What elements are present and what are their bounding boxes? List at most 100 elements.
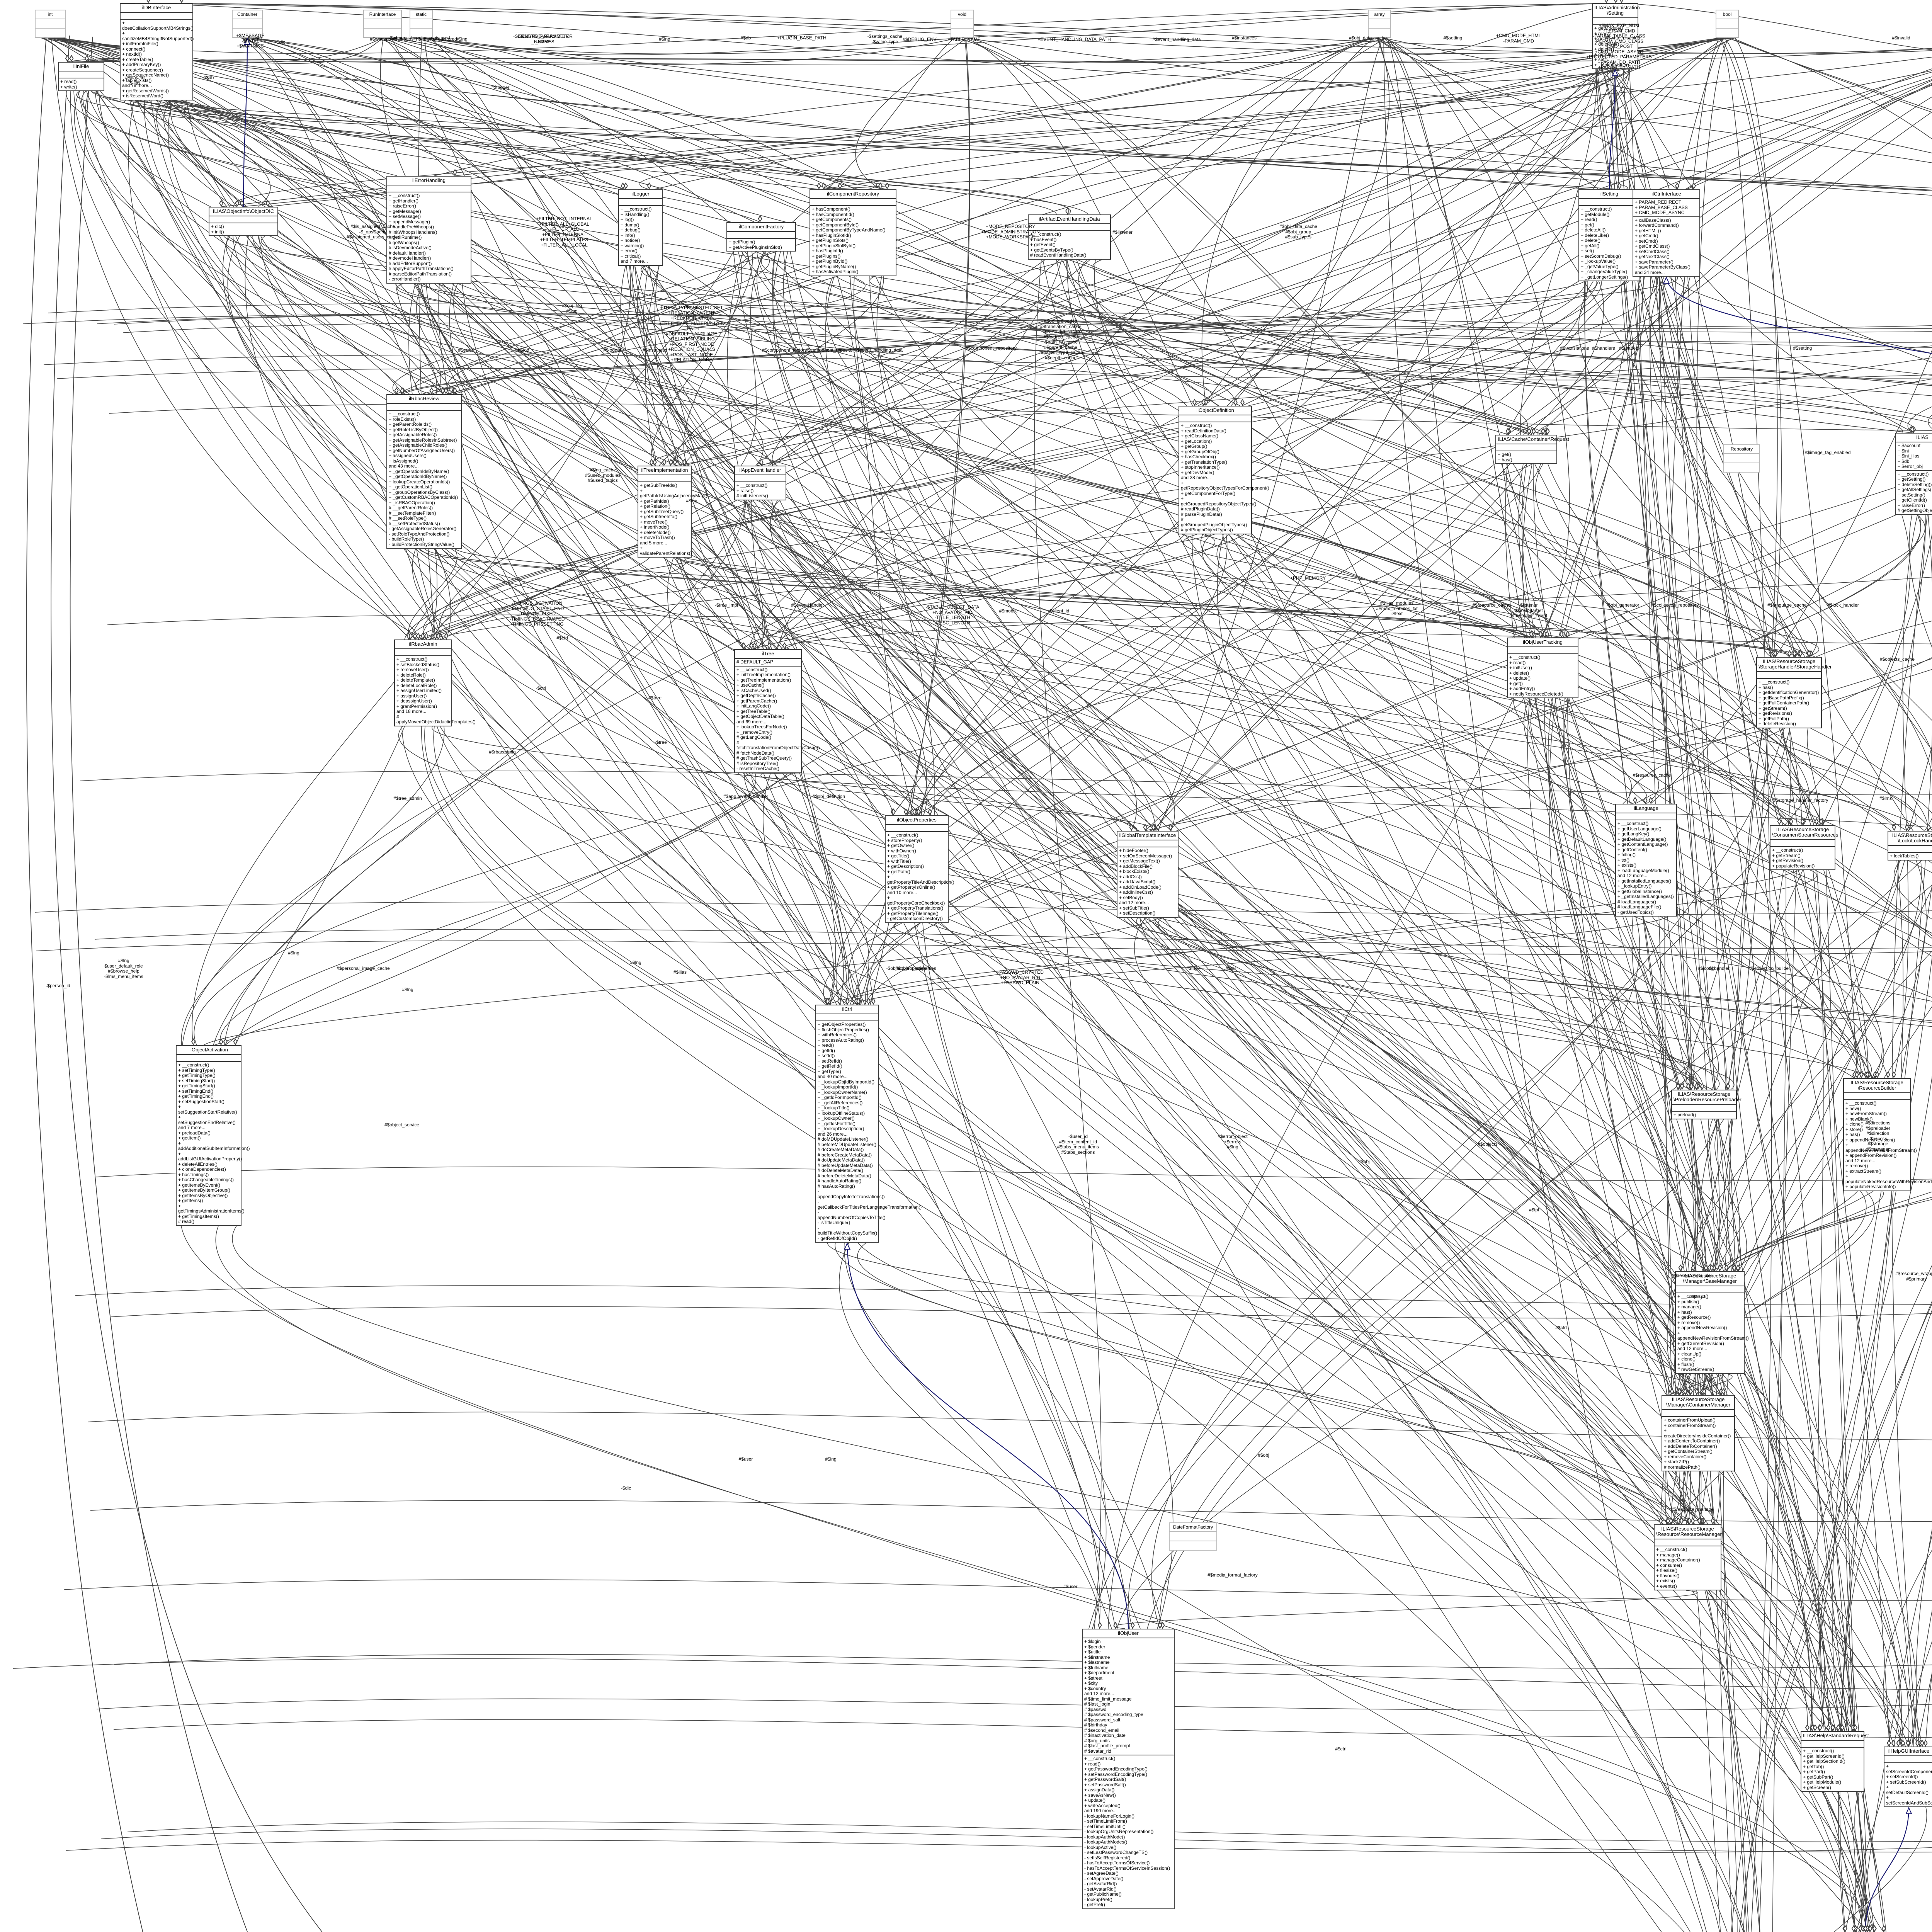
- class-box-array[interactable]: array: [1368, 10, 1391, 38]
- class-box-ilArtifactEventHandlingData[interactable]: ilArtifactEventHandlingData+ __construct…: [1028, 214, 1111, 260]
- class-box-ilObjectProperties[interactable]: ilObjectProperties+ __construct()+ store…: [885, 815, 954, 923]
- operation-row: + useCache(): [736, 682, 765, 688]
- class-box-ILIAS_ResourceStorage_Manager_BaseManager[interactable]: ILIAS\ResourceStorage \Manager\BaseManag…: [1675, 1271, 1749, 1374]
- class-box-ilIniFile[interactable]: ilIniFile+ read()+ write(): [58, 62, 104, 91]
- class-box-ilCtrlInterface[interactable]: ilCtrlInterface+ PARAM_REDIRECT+ PARAM_B…: [1633, 189, 1700, 277]
- class-title: ilRbacAdmin: [395, 640, 451, 649]
- operation-row: + getHandler(): [389, 198, 419, 204]
- class-box-ILIAS_ResourceStorage_ResourceManager[interactable]: ILIAS\ResourceStorage \Resource\Resource…: [1654, 1524, 1722, 1590]
- class-box-void[interactable]: void: [951, 10, 974, 38]
- class-box-ilGlobalTemplateInterface[interactable]: ilGlobalTemplateInterface+ hideFooter()+…: [1117, 831, 1179, 918]
- operation-row: + extractStream(): [1845, 1168, 1882, 1174]
- class-box-ilTreeImplementation[interactable]: ilTreeImplementation+ getSubTreeIds()+ g…: [638, 466, 707, 558]
- class-box-ilRbacReview[interactable]: ilRbacReview+ __construct()+ roleExists(…: [386, 394, 462, 549]
- class-box-ILIAS_ResourceStorage_ResourceBuilder[interactable]: ILIAS\ResourceStorage \ResourceBuilder+ …: [1843, 1078, 1932, 1191]
- class-box-ILIAS_ResourceStorage_PreloadedResourcePreloader[interactable]: ILIAS\ResourceStorage \Preloader\Resourc…: [1671, 1090, 1742, 1119]
- class-operations: + __construct()+ getModule()+ read()+ ge…: [1579, 206, 1639, 281]
- class-box-ILIAS_ObjectInfo_ObjectDIC[interactable]: ILIAS\ObjectInfo\ObjectDIC+ dic()+ init(…: [209, 207, 278, 236]
- class-box-ilObjectActivation[interactable]: ilObjectActivation+ __construct()+ setTi…: [176, 1045, 250, 1226]
- edge-label: #$object_service: [384, 1122, 420, 1128]
- class-box-ilAppEventHandler[interactable]: ilAppEventHandler+ __construct()+ raise(…: [734, 466, 786, 500]
- edge-label: +MODE_REPOSITORY +MODE_ADMINISTRATION +M…: [981, 224, 1040, 240]
- edge-label: #$ctrl: [556, 635, 568, 641]
- edge-label: #$tpl: [1529, 1207, 1539, 1213]
- operation-row: + getLangKey(): [1617, 831, 1650, 837]
- class-box-ilLanguage[interactable]: ilLanguage+ __construct()+ getUserLangua…: [1615, 804, 1677, 917]
- class-box-ILIAS_ResourceStorage_ConsumerResources_Resources[interactable]: ILIAS\ResourceStorage \Consumer\StreamRe…: [1770, 825, 1838, 870]
- operation-row: + getItems(): [178, 1198, 203, 1203]
- edge-label: #$resource_manage: [1671, 1507, 1714, 1512]
- operation-row: + containerFromStream(): [1664, 1422, 1716, 1428]
- class-box-ilDBInterface[interactable]: ilDBInterface+ doesCollationSupportMB4St…: [120, 3, 194, 100]
- operation-row: + flavours(): [1656, 1573, 1680, 1578]
- operation-row: + __construct(): [389, 411, 420, 417]
- class-box-int[interactable]: int: [35, 10, 66, 38]
- class-box-ILIAS[interactable]: ILIAS+ $account+ $ini+ $ini_ilias+ $db+ …: [1895, 433, 1932, 515]
- class-attributes: [1508, 647, 1578, 654]
- operation-row: + get(): [1509, 680, 1523, 686]
- operation-row: # getWhoops(): [389, 240, 419, 245]
- operation-row: + addContentToContainer(): [1664, 1438, 1720, 1444]
- class-box-ILIAS_ResourceStorage_LockHandler[interactable]: ILIAS\ResourceStorage \Lock\LockHandler+…: [1888, 831, 1932, 861]
- class-box-ilHelpGUIInterface[interactable]: ilHelpGUIInterface+ setScreenIdComponent…: [1884, 1747, 1932, 1807]
- class-operations: + get()+ has(): [1496, 451, 1556, 463]
- class-title: ILIAS\Administration \Setting: [1593, 4, 1640, 18]
- edge-label: -$listener -$kiosk_target -$lms_robot_cl…: [1509, 602, 1548, 618]
- operation-row: + addListGUIActivationProperty(): [178, 1151, 242, 1162]
- class-box-ILIAS_ResourceStorage_StorageHandler_StorageHandler[interactable]: ILIAS\ResourceStorage \StorageHandler\St…: [1756, 657, 1832, 728]
- operation-row: + validateParentRelations(): [640, 545, 692, 556]
- operation-row: + cleanUp(): [1677, 1351, 1702, 1357]
- class-box-ilObjUser[interactable]: ilObjUser+ $login+ $gender+ $utitle+ $fi…: [1082, 1629, 1175, 1909]
- class-box-ILIAS_ResourceStorage_Manager_ContainerManager[interactable]: ILIAS\ResourceStorage \Manager\Container…: [1662, 1395, 1735, 1471]
- class-box-ilErrorHandling[interactable]: ilErrorHandling+ __construct()+ getHandl…: [386, 176, 471, 284]
- class-box-Repository[interactable]: Repository: [1723, 444, 1760, 473]
- operation-row: # doUpdateMetaData(): [818, 1157, 865, 1163]
- class-box-static[interactable]: static: [410, 10, 433, 38]
- class-title: RunInterface: [364, 10, 401, 19]
- operation-row: + addPrimaryKey(): [122, 62, 161, 67]
- class-box-ilComponentFactory[interactable]: ilComponentFactory+ getPlugin()+ getActi…: [726, 222, 796, 252]
- operation-row: # beforeMDUpdateListener(): [818, 1141, 877, 1147]
- class-box-ilRbacAdmin[interactable]: ilRbacAdmin+ __construct()+ setBlockedSt…: [394, 639, 476, 726]
- operation-row: + createDirectoryInsideContainer(): [1664, 1428, 1731, 1439]
- edge-label: #$logger: [491, 85, 510, 90]
- operation-row: + getPropertyIsOnline(): [887, 884, 935, 890]
- operation-row: + hasCheckbox(): [1181, 454, 1216, 459]
- class-box-Container[interactable]: Container: [232, 10, 263, 38]
- class-box-ilObjectDefinition[interactable]: ilObjectDefinition+ __construct()+ readD…: [1179, 406, 1269, 534]
- edge-label: -$event_handling_data: [855, 347, 903, 353]
- class-attributes: [1496, 444, 1556, 451]
- class-box-bool[interactable]: bool: [1716, 10, 1739, 38]
- class-box-ilSetting[interactable]: ilSetting+ __construct()+ getModule()+ r…: [1578, 189, 1640, 281]
- class-operations: + __construct()+ initTreeImplementation(…: [735, 667, 820, 772]
- operation-row: + getLocation(): [1181, 438, 1212, 444]
- class-box-ILIAS_Administration_Setting[interactable]: ILIAS\Administration \Setting+ getModule…: [1592, 3, 1640, 69]
- class-box-ilLogger[interactable]: ilLogger+ __construct()+ isHandling()+ l…: [618, 189, 663, 266]
- class-operations: + __construct()+ getSetting()+ deleteSet…: [1896, 471, 1932, 514]
- class-box-ilCtrl2[interactable]: ilCtrl+ getObjectProperties()+ flushObje…: [815, 1005, 922, 1243]
- operation-row: + update(): [1509, 675, 1531, 681]
- class-box-ILIAS_Help_Standards_Request[interactable]: ILIAS\Help\Standard\Request+ __construct…: [1801, 1731, 1869, 1792]
- class-title: ILIAS\ResourceStorage \Preloader\Resourc…: [1672, 1090, 1742, 1105]
- class-attributes: + PARAM_REDIRECT+ PARAM_BASE_CLASS+ CMD_…: [1633, 199, 1699, 217]
- operation-row: # getLangCode(): [736, 735, 772, 740]
- class-box-ilObjUserTracking[interactable]: ilObjUserTracking+ __construct()+ read()…: [1507, 638, 1578, 698]
- operation-row: + set(): [1594, 57, 1608, 62]
- operation-row: + exists(): [1656, 1578, 1675, 1583]
- operation-row: # isDevmodeActive(): [389, 245, 432, 250]
- attribute-row: # $passwd: [1084, 1706, 1107, 1712]
- operation-row: and 12 more...: [1845, 1158, 1876, 1163]
- operation-row: + setBody(): [1119, 895, 1143, 900]
- class-attributes: [810, 199, 896, 206]
- class-box-ilComponentRepository[interactable]: ilComponentRepository+ hasComponent()+ h…: [810, 189, 896, 276]
- class-box-ilTree[interactable]: ilTree# DEFAULT_GAP+ __construct()+ init…: [734, 649, 820, 773]
- edge-label: #$user: [1063, 1584, 1078, 1589]
- class-box-DateFormatFactory[interactable]: DateFormatFactory: [1169, 1522, 1217, 1551]
- class-box-RunInterface[interactable]: RunInterface: [363, 10, 402, 38]
- operation-row: + deleteNode(): [640, 529, 671, 535]
- class-box-ILIAS_Cache_Container_Request[interactable]: ILIAS\Cache\Container\Request+ get()+ ha…: [1495, 435, 1569, 464]
- operation-row: # __setProtectedStatus(): [389, 520, 440, 526]
- operation-row: + manageContainer(): [1656, 1557, 1700, 1563]
- operation-row: + appendMessage(): [389, 219, 430, 224]
- class-operations: + __construct()+ read()+ initUser()+ del…: [1508, 654, 1578, 697]
